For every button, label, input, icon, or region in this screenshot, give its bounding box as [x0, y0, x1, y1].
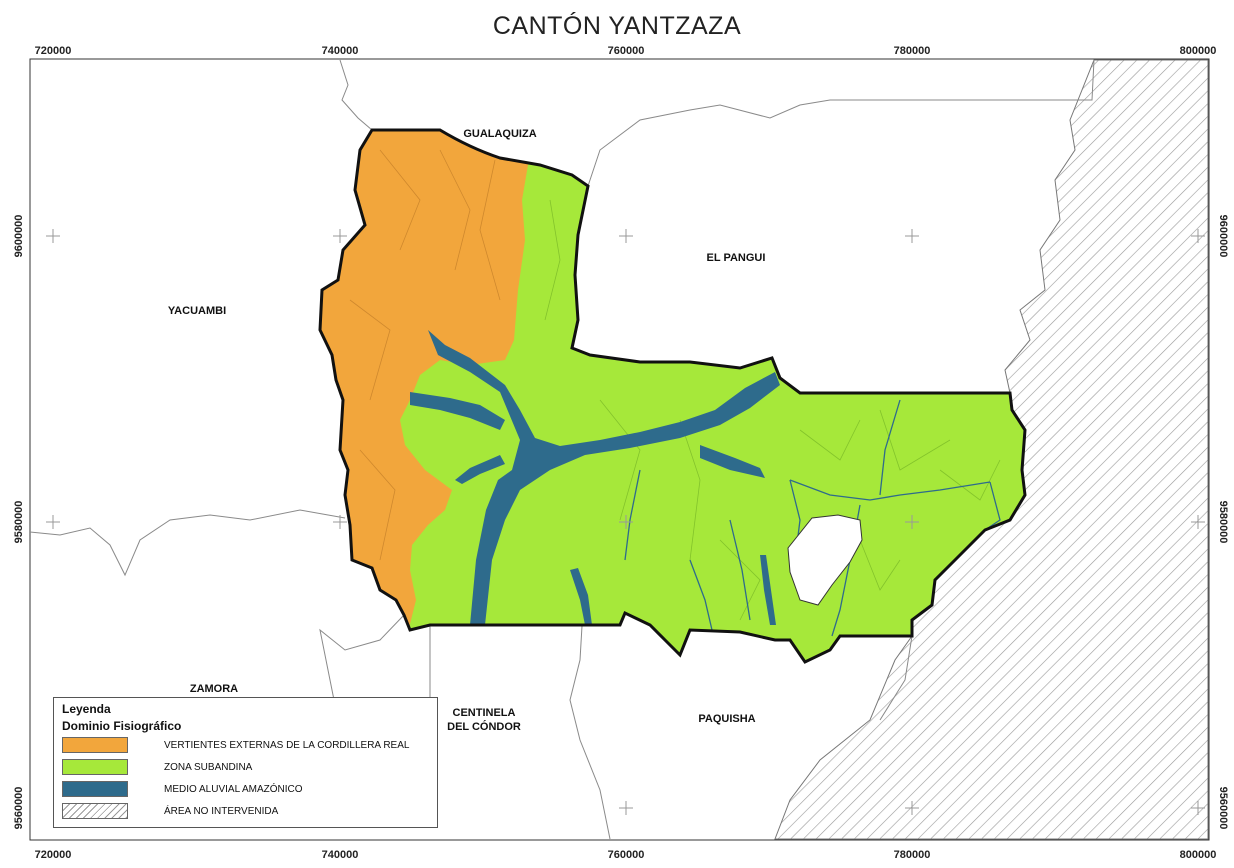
legend-label: ÁREA NO INTERVENIDA	[164, 805, 279, 817]
legend-item-no-intervenida: ÁREA NO INTERVENIDA	[62, 801, 429, 821]
legend-item-vertientes: VERTIENTES EXTERNAS DE LA CORDILLERA REA…	[62, 735, 429, 755]
x-tick-bottom-740000: 740000	[322, 849, 359, 861]
x-tick-bottom-760000: 760000	[608, 849, 645, 861]
legend-title: Leyenda	[62, 702, 111, 716]
legend: Leyenda Dominio Fisiográfico VERTIENTES …	[53, 697, 438, 828]
x-axis-bottom: 720000 740000 760000 780000 800000	[35, 849, 1217, 861]
x-tick-760000: 760000	[608, 45, 645, 57]
label-centinela: CENTINELA	[453, 707, 516, 719]
legend-label: VERTIENTES EXTERNAS DE LA CORDILLERA REA…	[164, 739, 410, 751]
relief-texture-orange	[349, 149, 501, 561]
aluvial-valley-main	[428, 330, 780, 625]
vertientes-region	[320, 130, 532, 640]
map-title: CANTÓN YANTZAZA	[492, 12, 742, 40]
label-yacuambi: YACUAMBI	[168, 305, 226, 317]
legend-label: ZONA SUBANDINA	[164, 761, 253, 773]
aluvial-valley-east	[700, 445, 765, 478]
legend-label: MEDIO ALUVIAL AMAZÓNICO	[164, 783, 303, 795]
y-tick-right-9560000: 9560000	[1217, 787, 1229, 830]
y-tick-9560000: 9560000	[13, 787, 25, 830]
aluvial-region	[410, 330, 780, 625]
legend-swatch-green	[62, 759, 128, 775]
legend-subtitle: Dominio Fisiográfico	[62, 719, 182, 733]
aluvial-valley-north	[455, 455, 505, 484]
x-tick-bottom-800000: 800000	[1180, 849, 1217, 861]
aluvial-valley-southeast	[760, 555, 776, 625]
legend-item-subandina: ZONA SUBANDINA	[62, 757, 429, 777]
y-axis-right: 9600000 9580000 9560000	[1217, 215, 1229, 830]
y-tick-right-9580000: 9580000	[1217, 501, 1229, 544]
enclave	[787, 514, 863, 606]
label-paquisha: PAQUISHA	[698, 713, 755, 725]
place-labels: GUALAQUIZA EL PANGUI YACUAMBI ZAMORA CEN…	[168, 128, 766, 733]
aluvial-valley-south	[570, 568, 592, 625]
legend-swatch-orange	[62, 737, 128, 753]
y-axis-left: 9600000 9580000 9560000	[13, 215, 25, 830]
x-tick-740000: 740000	[322, 45, 359, 57]
label-del-condor: DEL CÓNDOR	[447, 720, 521, 733]
x-tick-bottom-780000: 780000	[894, 849, 931, 861]
legend-swatch-hatch	[62, 803, 128, 819]
x-axis-top: 720000 740000 760000 780000 800000	[35, 45, 1217, 57]
y-tick-right-9600000: 9600000	[1217, 215, 1229, 258]
x-tick-800000: 800000	[1180, 45, 1217, 57]
x-tick-bottom-720000: 720000	[35, 849, 72, 861]
canton-boundary	[318, 128, 1027, 664]
x-tick-720000: 720000	[35, 45, 72, 57]
aluvial-valley-west	[410, 392, 505, 430]
graticule-crosses	[46, 229, 1205, 815]
label-zamora: ZAMORA	[190, 683, 238, 695]
x-tick-780000: 780000	[894, 45, 931, 57]
relief-texture-green	[544, 199, 1001, 621]
y-tick-9580000: 9580000	[13, 501, 25, 544]
legend-swatch-blue	[62, 781, 128, 797]
legend-item-aluvial: MEDIO ALUVIAL AMAZÓNICO	[62, 779, 429, 799]
label-gualaquiza: GUALAQUIZA	[463, 128, 536, 140]
label-el-pangui: EL PANGUI	[707, 252, 766, 264]
y-tick-9600000: 9600000	[13, 215, 25, 258]
neighbor-boundaries	[29, 59, 1095, 840]
